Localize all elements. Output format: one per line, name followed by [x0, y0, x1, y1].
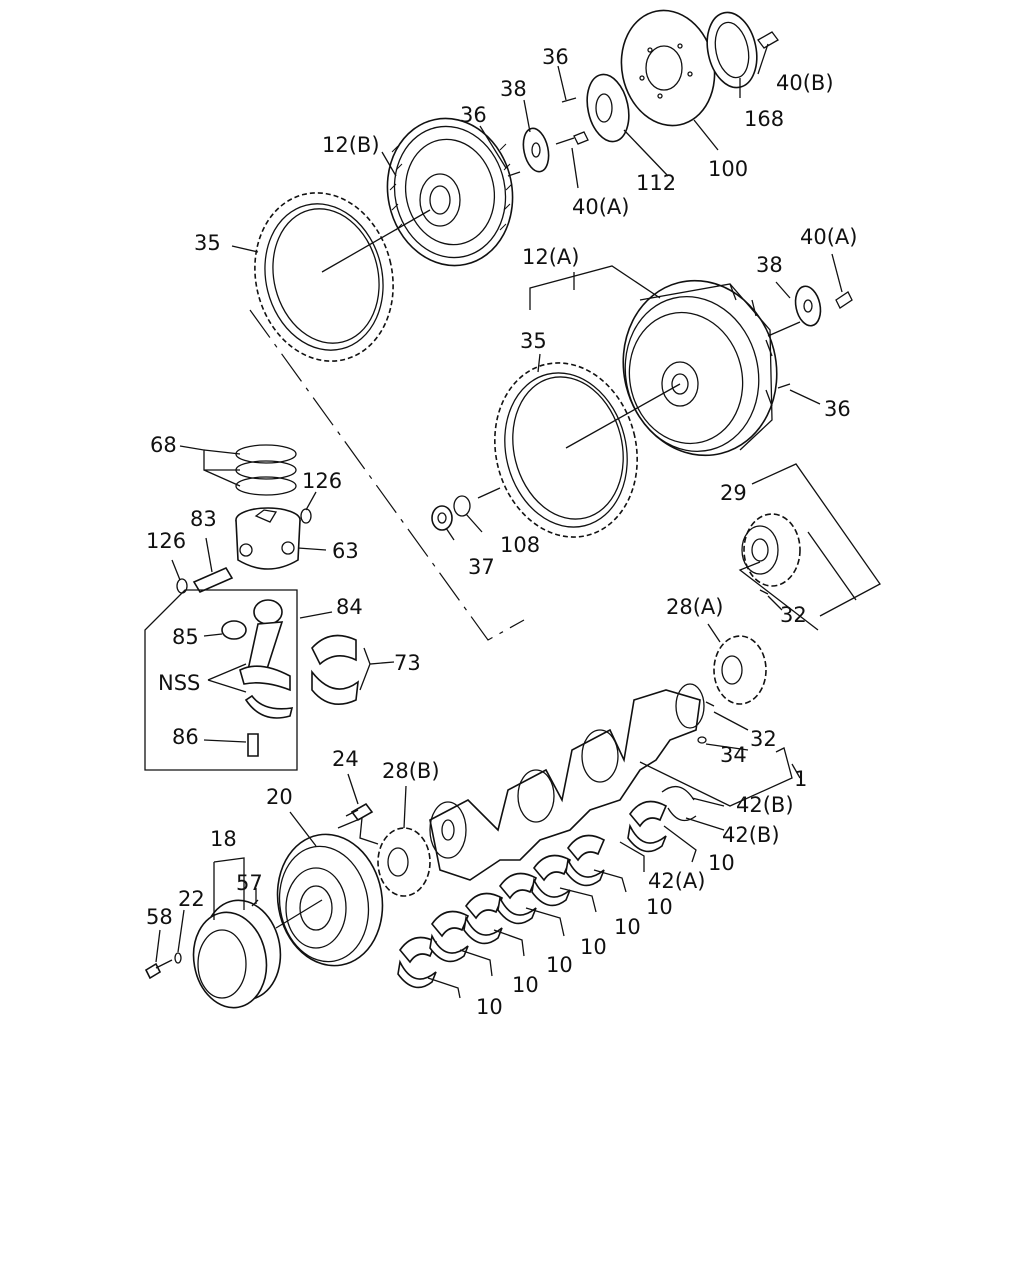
bolt-24-drawing [345, 802, 374, 822]
conrod-84-drawing [221, 599, 294, 719]
callout-nss: NSS [158, 671, 200, 695]
bearing-37-drawing [431, 505, 453, 531]
bolt-58-drawing [144, 899, 259, 980]
callout-108: 108 [500, 533, 540, 557]
callout-40a-right: 40(A) [800, 225, 857, 249]
main-bearings-10-drawing [397, 785, 697, 989]
adapter-112-drawing [586, 73, 630, 143]
gear-28a-drawing [713, 635, 767, 705]
keys-32-34-drawing [697, 589, 769, 744]
conrod-box [144, 589, 298, 771]
callout-28b: 28(B) [382, 759, 440, 783]
snapring-108-drawing [453, 495, 471, 517]
callout-63: 63 [332, 539, 359, 563]
damper-18-drawing [192, 899, 282, 1009]
callout-32-low: 32 [750, 727, 777, 751]
callout-42b-1: 42(B) [736, 793, 794, 817]
bolt-86-drawing [247, 733, 259, 757]
callout-34: 34 [720, 743, 747, 767]
callout-84: 84 [336, 595, 363, 619]
washer-38-right-drawing [777, 285, 853, 389]
callout-28a: 28(A) [666, 595, 723, 619]
callout-36-mid: 36 [460, 103, 487, 127]
callout-42b-2: 42(B) [722, 823, 780, 847]
leader-lines [155, 43, 881, 999]
callout-22: 22 [178, 887, 205, 911]
callout-labels: 36 40(B) 38 36 168 12(B) 112 100 40(A) 3… [146, 45, 857, 1019]
callout-58: 58 [146, 905, 173, 929]
piston-rings-68-drawing [235, 444, 297, 496]
callout-85: 85 [172, 625, 199, 649]
callout-32-top: 32 [780, 603, 807, 627]
flywheel-12b-drawing [386, 117, 514, 267]
callout-10-a: 10 [708, 851, 735, 875]
callout-35-top: 35 [194, 231, 221, 255]
crankshaft-1-drawing [429, 683, 705, 881]
callout-86: 86 [172, 725, 199, 749]
callout-29: 29 [720, 481, 747, 505]
washer-38-top-drawing [522, 127, 550, 173]
callout-37: 37 [468, 555, 495, 579]
callout-126-left: 126 [146, 529, 186, 553]
bearings-73-drawing [311, 634, 359, 706]
callout-168: 168 [744, 107, 784, 131]
ring-gear-35-top-drawing [254, 192, 394, 362]
callout-10-c: 10 [614, 915, 641, 939]
callout-10-f: 10 [512, 973, 539, 997]
callout-73: 73 [394, 651, 421, 675]
callout-12a: 12(A) [522, 245, 579, 269]
flywheel-12a-drawing [622, 279, 778, 457]
callout-40b: 40(B) [776, 71, 834, 95]
callout-1: 1 [794, 767, 807, 791]
callout-68: 68 [150, 433, 177, 457]
callout-36-top: 36 [542, 45, 569, 69]
pin-83-drawing [192, 566, 234, 594]
callout-36-right: 36 [824, 397, 851, 421]
callout-42a: 42(A) [648, 869, 705, 893]
callout-20: 20 [266, 785, 293, 809]
callout-112: 112 [636, 171, 676, 195]
callout-35-mid: 35 [520, 329, 547, 353]
piston-63-drawing [235, 507, 301, 570]
callout-24: 24 [332, 747, 359, 771]
callout-83: 83 [190, 507, 217, 531]
callout-126-right: 126 [302, 469, 342, 493]
gear-29-drawing [741, 513, 801, 587]
bolts-top-drawing [507, 31, 779, 177]
callout-100: 100 [708, 157, 748, 181]
callout-10-e: 10 [546, 953, 573, 977]
pulley-20-drawing [276, 833, 384, 967]
callout-18: 18 [210, 827, 237, 851]
callout-10-g: 10 [476, 995, 503, 1019]
callout-10-d: 10 [580, 935, 607, 959]
callout-38-right: 38 [756, 253, 783, 277]
callout-57: 57 [236, 871, 263, 895]
callout-40a-top: 40(A) [572, 195, 629, 219]
ring-gear-35-mid-drawing [494, 362, 638, 538]
gear-28b-drawing [377, 827, 431, 897]
callout-10-b: 10 [646, 895, 673, 919]
callout-12b: 12(B) [322, 133, 380, 157]
callout-38-top: 38 [500, 77, 527, 101]
